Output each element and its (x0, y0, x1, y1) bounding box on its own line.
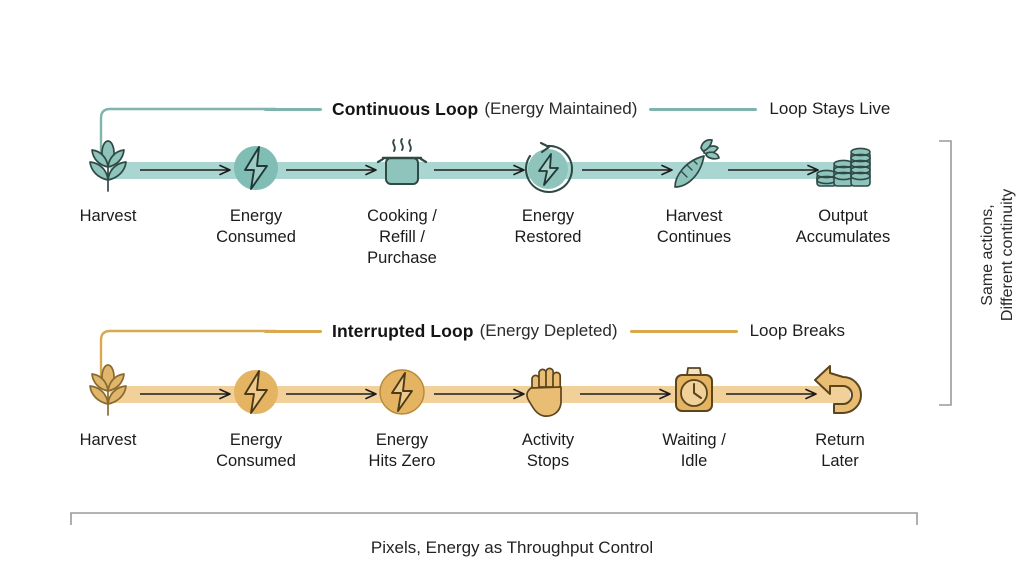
cooking-pot-icon (371, 136, 433, 200)
flow-arrow (582, 164, 678, 176)
bolt-circle-icon (227, 136, 285, 200)
node-label: Activity Stops (521, 431, 575, 470)
leader-line-interrupted (96, 326, 276, 378)
right-bracket (938, 140, 954, 406)
flow-arrow (140, 388, 236, 400)
row-title-interrupted: Interrupted Loop (332, 320, 474, 341)
node-label: Output Accumulates (795, 207, 891, 246)
node-label: Harvest (79, 207, 137, 225)
row-tail-interrupted: Loop Breaks (749, 321, 846, 340)
hand-stop-icon (520, 360, 576, 424)
leader-line-continuous (96, 104, 276, 156)
header-rule-mid (629, 329, 738, 333)
row-header-interrupted: Interrupted Loop (Energy Depleted) Loop … (264, 318, 845, 344)
node-energy-consumed[interactable]: Energy Consumed (196, 360, 316, 472)
node-label: Harvest (79, 431, 137, 449)
node-label: Cooking / Refill / Purchase (367, 207, 437, 267)
row-tail-continuous: Loop Stays Live (769, 99, 891, 118)
flow-arrow (286, 388, 382, 400)
right-bracket-label: Same actions, Different continuity (979, 188, 1016, 322)
header-rule-left (264, 329, 322, 333)
node-label: Energy Consumed (216, 431, 296, 470)
node-harvest[interactable]: Harvest (48, 360, 168, 451)
bolt-circle-icon (373, 360, 431, 424)
carrot-icon (663, 136, 725, 200)
node-harvest-continues[interactable]: Harvest Continues (634, 136, 754, 248)
row-subtitle-interrupted: (Energy Depleted) (479, 321, 618, 340)
flow-arrow (728, 164, 824, 176)
bolt-refresh-icon (517, 136, 579, 200)
row-subtitle-continuous: (Energy Maintained) (484, 99, 638, 118)
flow-arrow (580, 388, 676, 400)
node-label: Energy Restored (514, 207, 582, 246)
node-return-later[interactable]: Return Later (780, 360, 900, 472)
u-turn-arrow-icon (810, 360, 870, 424)
flow-arrow (140, 164, 236, 176)
wheat-icon (79, 136, 137, 200)
node-cooking-refill-purchase[interactable]: Cooking / Refill / Purchase (342, 136, 462, 269)
node-energy-restored[interactable]: Energy Restored (488, 136, 608, 248)
alarm-clock-icon (665, 360, 723, 424)
bottom-bracket (70, 510, 918, 526)
node-harvest[interactable]: Harvest (48, 136, 168, 227)
coin-stacks-icon (812, 136, 874, 200)
row-header-continuous: Continuous Loop (Energy Maintained) Loop… (264, 96, 890, 122)
flow-arrow (434, 388, 530, 400)
node-label: Energy Hits Zero (368, 431, 436, 470)
flow-arrow (286, 164, 382, 176)
node-label: Energy Consumed (216, 207, 296, 246)
bolt-circle-icon (227, 360, 285, 424)
header-rule-left (264, 107, 322, 111)
figure-caption: Pixels, Energy as Throughput Control (370, 538, 654, 557)
flow-arrow (434, 164, 530, 176)
node-label: Waiting / Idle (662, 431, 726, 470)
node-energy-hits-zero[interactable]: Energy Hits Zero (342, 360, 462, 472)
node-output-accumulates[interactable]: Output Accumulates (782, 136, 904, 248)
flow-arrow (726, 388, 822, 400)
node-waiting-idle[interactable]: Waiting / Idle (634, 360, 754, 472)
wheat-icon (79, 360, 137, 424)
node-energy-consumed[interactable]: Energy Consumed (196, 136, 316, 248)
header-rule-mid (649, 107, 758, 111)
node-activity-stops[interactable]: Activity Stops (488, 360, 608, 472)
row-title-continuous: Continuous Loop (332, 98, 479, 119)
node-label: Harvest Continues (656, 207, 732, 246)
node-label: Return Later (815, 431, 865, 470)
